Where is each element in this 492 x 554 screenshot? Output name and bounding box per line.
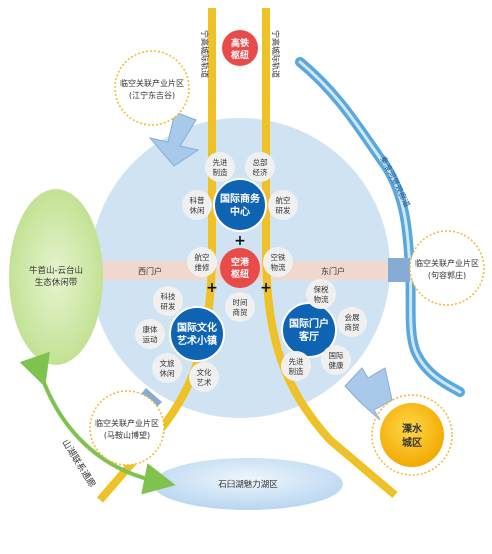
satellite-culture-travel: 文旅 休闲	[152, 353, 182, 383]
svg-text:客厅: 客厅	[298, 330, 319, 343]
green-ecology-zone	[9, 189, 103, 365]
road-label-left: 宁高城际轨道	[200, 30, 210, 78]
arrow-to-right-zone	[388, 258, 410, 282]
svg-text:枢纽: 枢纽	[231, 268, 249, 280]
svg-text:时间: 时间	[233, 297, 248, 307]
satellite-bonded-logistics: 保税 物流	[306, 279, 336, 309]
svg-text:溧水: 溧水	[402, 422, 423, 435]
corridor-label: 山湖联系通廊	[59, 437, 98, 489]
satellite-tech-rd: 科技 研发	[153, 286, 183, 316]
satellite-science-leisure: 科普 休闲	[182, 190, 212, 220]
svg-text:康体: 康体	[143, 324, 158, 334]
svg-text:航空: 航空	[276, 195, 291, 205]
svg-text:航空: 航空	[195, 252, 210, 262]
svg-text:物流: 物流	[314, 294, 329, 304]
mountain-lake-corridor-arrow	[19, 351, 176, 495]
gateway-lounge: 国际门户 客厅	[281, 302, 337, 358]
plus-icon-top: +	[234, 233, 246, 249]
satellite-hq-economy: 总部 经济	[245, 152, 275, 182]
industry-zone-top: 临空关联产业片区 (江宁东吉谷)	[114, 50, 190, 126]
lake-zone	[153, 458, 343, 510]
svg-text:运动: 运动	[143, 334, 158, 344]
svg-text:临空关联产业片区: 临空关联产业片区	[95, 418, 159, 428]
svg-text:艺术: 艺术	[197, 377, 212, 387]
satellite-culture-art: 文化 艺术	[189, 362, 219, 392]
svg-text:会展: 会展	[345, 312, 360, 322]
svg-text:科普: 科普	[190, 195, 205, 205]
arrow-to-lishui	[344, 367, 393, 421]
svg-text:商贸: 商贸	[233, 307, 248, 317]
satellite-advanced-mfg-top: 先进 制造	[205, 152, 235, 182]
svg-text:高铁: 高铁	[231, 37, 249, 49]
east-port-label: 东门户	[321, 266, 345, 276]
green-zone-label-2: 生态休闲带	[35, 277, 78, 288]
svg-text:文旅: 文旅	[160, 358, 175, 368]
svg-text:国际门户: 国际门户	[289, 317, 329, 330]
satellite-advanced-mfg-bottom: 先进 制造	[281, 351, 311, 381]
river-label: 秦淮河景观廊道	[378, 154, 412, 208]
culture-town: 国际文化 艺术小镇	[169, 306, 225, 362]
satellite-expo-trade: 会展 商贸	[337, 307, 367, 337]
green-zone-label-1: 牛首山-云台山	[29, 265, 83, 276]
svg-text:科技: 科技	[161, 291, 176, 301]
business-center: 国际商务 中心	[213, 178, 267, 232]
satellite-time-trade: 时间 商贸	[225, 292, 255, 322]
svg-text:健康: 健康	[329, 360, 344, 370]
svg-text:枢纽: 枢纽	[231, 49, 249, 61]
svg-text:商贸: 商贸	[345, 322, 360, 332]
svg-text:经济: 经济	[253, 167, 268, 177]
road-label-right: 宁高城际轨道	[271, 30, 281, 78]
svg-text:休闲: 休闲	[160, 368, 175, 378]
svg-text:文化: 文化	[197, 367, 212, 377]
svg-text:(马鞍山博望): (马鞍山博望)	[104, 430, 150, 440]
svg-text:中心: 中心	[230, 205, 250, 218]
satellite-air-rail: 空铁 物流	[263, 247, 293, 277]
satellite-intl-health: 国际 健康	[321, 345, 351, 375]
svg-text:空港: 空港	[231, 256, 250, 268]
svg-text:研发: 研发	[276, 205, 291, 215]
rail-hub: 高铁 枢纽	[222, 30, 258, 66]
svg-text:国际商务: 国际商务	[220, 192, 261, 205]
svg-text:(句容郭庄): (句容郭庄)	[428, 270, 466, 280]
satellite-aviation-rd: 航空 研发	[268, 190, 298, 220]
svg-text:(江宁东吉谷): (江宁东吉谷)	[129, 90, 175, 100]
svg-text:制造: 制造	[213, 167, 228, 177]
svg-text:保税: 保税	[314, 284, 329, 294]
svg-text:临空关联产业片区: 临空关联产业片区	[415, 258, 479, 268]
svg-text:先进: 先进	[213, 157, 228, 167]
svg-text:研发: 研发	[161, 301, 176, 311]
industry-zone-bottom: 临空关联产业片区 (马鞍山博望)	[89, 390, 165, 466]
svg-text:总部: 总部	[253, 157, 268, 167]
industry-zone-right: 临空关联产业片区 (句容郭庄)	[409, 230, 485, 306]
svg-text:先进: 先进	[289, 356, 304, 366]
lishui-city: 溧水 城区	[371, 394, 453, 476]
svg-text:休闲: 休闲	[190, 205, 205, 215]
satellite-aviation-maint: 航空 维修	[187, 247, 217, 277]
svg-text:临空关联产业片区: 临空关联产业片区	[120, 78, 184, 88]
svg-text:城区: 城区	[402, 436, 422, 449]
svg-text:制造: 制造	[289, 366, 304, 376]
plus-icon-right: +	[260, 280, 272, 296]
lake-label: 石臼湖魅力湖区	[218, 479, 278, 490]
satellite-health-sport: 康体 运动	[135, 319, 165, 349]
svg-text:物流: 物流	[271, 262, 286, 272]
svg-text:国际: 国际	[329, 351, 344, 360]
west-port-label: 西门户	[138, 266, 162, 276]
airport-hub: 空港 枢纽	[220, 248, 260, 288]
plus-icon-left: +	[206, 280, 218, 296]
svg-text:维修: 维修	[195, 262, 210, 272]
svg-text:艺术小镇: 艺术小镇	[177, 334, 217, 347]
svg-text:空铁: 空铁	[271, 252, 286, 262]
svg-text:国际文化: 国际文化	[177, 321, 217, 334]
